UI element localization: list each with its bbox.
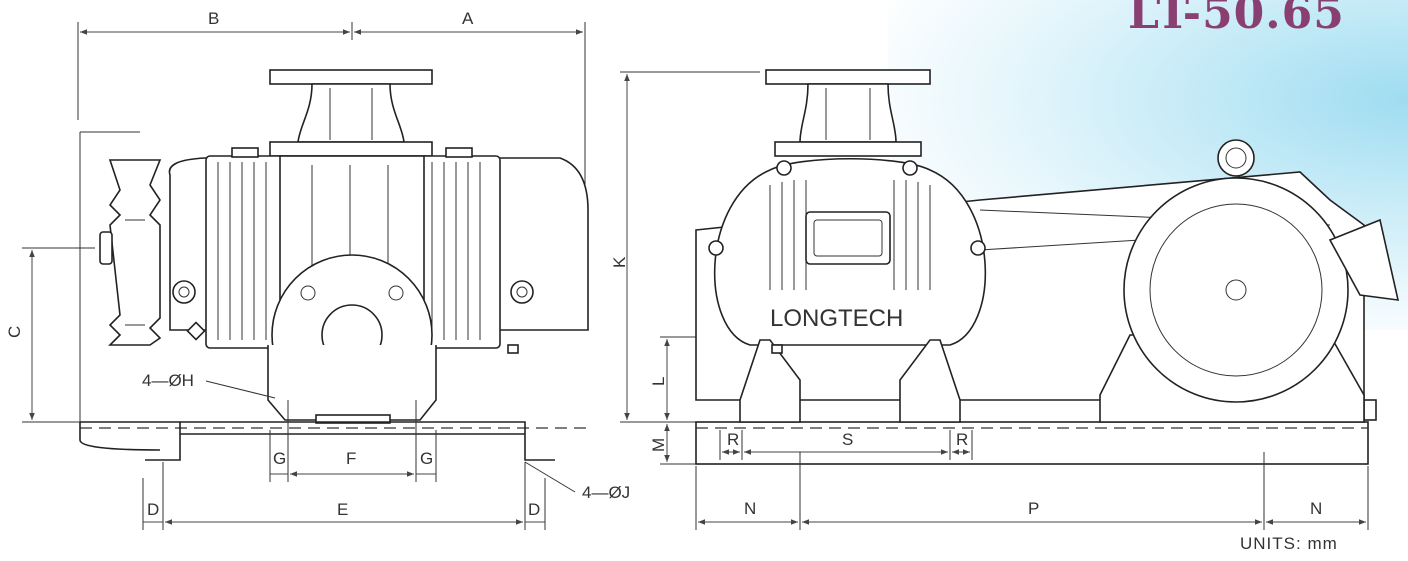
hole-j-label: 4—ØJ — [582, 483, 630, 502]
brand-label: LONGTECH — [770, 305, 903, 332]
dim-label-r-left: R — [727, 430, 739, 449]
dim-label-n-right: N — [1310, 499, 1322, 518]
dim-label-g-left: G — [273, 449, 286, 468]
dim-label-m: M — [649, 438, 668, 452]
dim-label-c: C — [5, 326, 24, 338]
dim-label-e: E — [337, 500, 348, 519]
dim-label-d-right: D — [528, 500, 540, 519]
dim-label-d-left: D — [147, 500, 159, 519]
dim-label-n-left: N — [744, 499, 756, 518]
dim-label-l: L — [649, 377, 668, 386]
dim-label-r-right: R — [956, 430, 968, 449]
hole-h-label: 4—ØH — [142, 371, 194, 390]
dim-label-f: F — [346, 449, 356, 468]
units-note: UNITS: mm — [1240, 534, 1338, 553]
dim-label-g-right: G — [420, 449, 433, 468]
motor — [1123, 177, 1349, 403]
base-plate — [695, 421, 1369, 465]
dim-label-a: A — [462, 9, 474, 28]
dim-label-b: B — [208, 9, 219, 28]
dim-label-k: K — [610, 256, 629, 268]
dim-label-s: S — [842, 430, 853, 449]
dim-label-p: P — [1028, 499, 1039, 518]
model-title: LT-50.65 — [1128, 0, 1345, 39]
side-view: K L M — [610, 69, 1400, 530]
front-view: B A C — [5, 9, 630, 530]
